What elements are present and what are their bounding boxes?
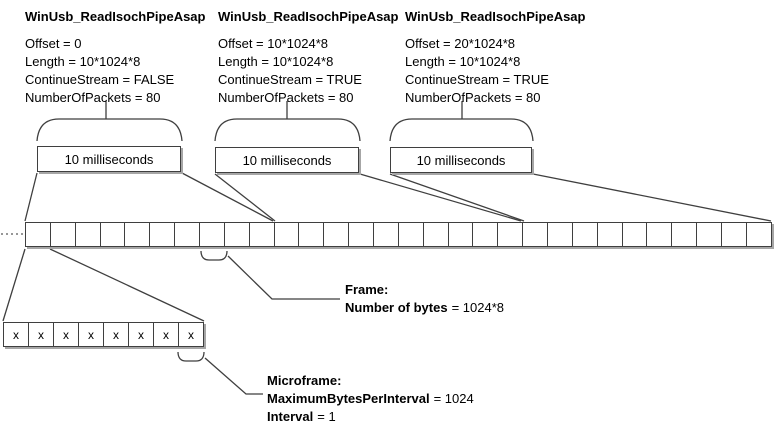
param-line: ContinueStream = FALSE <box>25 72 175 87</box>
duration-box-2: 10 milliseconds <box>215 147 359 173</box>
frame-cell <box>548 223 573 246</box>
duration-box-3: 10 milliseconds <box>390 147 532 173</box>
call-block-1: WinUsb_ReadIsochPipeAsap Offset = 0 Leng… <box>25 8 205 107</box>
frame-cell <box>647 223 673 246</box>
expansion-line-right <box>49 248 205 322</box>
microframe-callout-line1: MaximumBytesPerInterval= 1024 <box>267 390 474 408</box>
microframe-cell: x <box>104 323 129 346</box>
param-line: Length = 10*1024*8 <box>218 54 334 69</box>
frame-cell <box>399 223 424 246</box>
frame-callout-title: Frame: <box>345 282 389 297</box>
param-line: Length = 10*1024*8 <box>25 54 141 69</box>
microframe-cell: x <box>188 327 194 342</box>
param-line: Offset = 10*1024*8 <box>218 36 328 51</box>
microframe-callout: Microframe: MaximumBytesPerInterval= 102… <box>267 372 474 426</box>
frame-cell <box>324 223 350 246</box>
expansion-line-left <box>2 248 26 322</box>
call-title: WinUsb_ReadIsochPipeAsap <box>218 9 399 24</box>
frame-value: = 1024*8 <box>451 300 504 315</box>
frame-cell <box>250 223 275 246</box>
frame-cell <box>623 223 648 246</box>
param-line: ContinueStream = TRUE <box>405 72 549 87</box>
mapping-line-1-left <box>24 172 38 222</box>
frame-cell <box>722 223 747 246</box>
param-line: ContinueStream = TRUE <box>218 72 362 87</box>
frame-cell <box>473 223 499 246</box>
microframe-cell: x <box>29 323 54 346</box>
microframe-callout-line <box>204 357 263 395</box>
frame-cell <box>424 223 449 246</box>
frame-callout-line1: Number of bytes= 1024*8 <box>345 299 504 317</box>
frame-cell <box>449 223 474 246</box>
microframe-cell: x <box>154 323 179 346</box>
param-line: NumberOfPackets = 80 <box>218 90 354 105</box>
frame-callout: Frame: Number of bytes= 1024*8 <box>345 281 504 317</box>
frame-cell <box>498 223 524 246</box>
param-line: NumberOfPackets = 80 <box>405 90 541 105</box>
frame-cell <box>125 223 151 246</box>
brace-1 <box>36 118 183 142</box>
frame-cell <box>747 223 771 246</box>
microframe-cell: x <box>4 323 29 346</box>
frame-strip <box>25 222 772 247</box>
frame-cell <box>26 223 51 246</box>
frame-cell <box>101 223 126 246</box>
call-title: WinUsb_ReadIsochPipeAsap <box>25 9 206 24</box>
microframe-callout-title: Microframe: <box>267 373 342 388</box>
frame-property: Number of bytes <box>345 300 448 315</box>
duration-box-1: 10 milliseconds <box>37 146 181 172</box>
frame-cell <box>200 223 225 246</box>
call-title: WinUsb_ReadIsochPipeAsap <box>405 9 586 24</box>
microframe-callout-line2: Interval= 1 <box>267 408 474 426</box>
frame-cell <box>349 223 375 246</box>
frame-cell <box>275 223 300 246</box>
param-line: Offset = 20*1024*8 <box>405 36 515 51</box>
microframe-property-1: MaximumBytesPerInterval <box>267 391 430 406</box>
frame-cell <box>175 223 201 246</box>
microframe-brace <box>177 351 205 362</box>
mapping-line-2-right <box>359 173 522 222</box>
microframe-value-1: = 1024 <box>433 391 474 406</box>
param-line: Length = 10*1024*8 <box>405 54 521 69</box>
call-block-3: WinUsb_ReadIsochPipeAsap Offset = 20*102… <box>405 8 585 107</box>
mapping-line-3-left <box>389 173 525 222</box>
brace-2 <box>214 118 361 142</box>
microframe-property-2: Interval <box>267 409 314 424</box>
microframe-cell: x <box>54 323 79 346</box>
frame-cell <box>672 223 698 246</box>
frame-cell <box>150 223 176 246</box>
call-block-2: WinUsb_ReadIsochPipeAsap Offset = 10*102… <box>218 8 398 107</box>
mapping-line-3-right <box>532 173 772 222</box>
frame-cell <box>51 223 76 246</box>
frame-cell <box>697 223 723 246</box>
microframe-value-2: = 1 <box>317 409 336 424</box>
param-line: NumberOfPackets = 80 <box>25 90 161 105</box>
microframe-cell: x <box>129 323 154 346</box>
frame-brace <box>200 250 228 261</box>
frame-cell <box>598 223 623 246</box>
param-line: Offset = 0 <box>25 36 82 51</box>
frame-cell <box>76 223 101 246</box>
frame-cell <box>523 223 549 246</box>
microframe-cell: x <box>79 323 104 346</box>
frame-cell <box>374 223 399 246</box>
brace-3 <box>389 118 534 142</box>
frame-cell <box>225 223 250 246</box>
mapping-line-1-right <box>181 172 274 222</box>
mapping-line-2-left <box>214 173 276 222</box>
frame-callout-line <box>227 255 340 300</box>
frame-cell <box>573 223 598 246</box>
frame-cell <box>299 223 325 246</box>
